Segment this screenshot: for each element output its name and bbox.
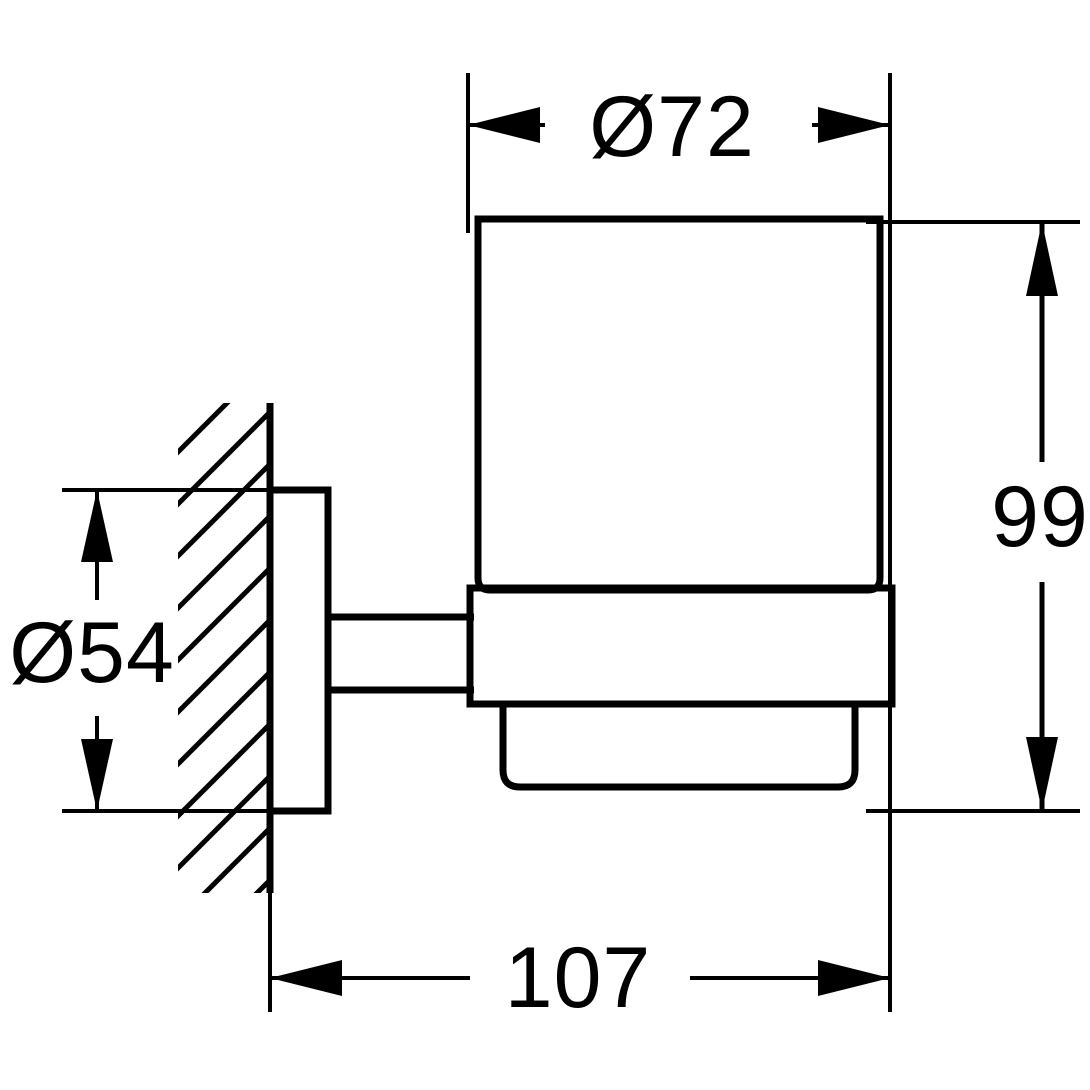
hatch-line	[178, 616, 270, 716]
dimension-99: 99	[991, 222, 1089, 811]
wall-hatching-group	[178, 403, 270, 893]
arrowhead-right-d72	[818, 107, 890, 143]
dimension-d54: Ø54	[9, 490, 175, 811]
dimension-label-107: 107	[505, 930, 652, 1026]
glass-tumbler-upper	[474, 215, 884, 594]
hatch-line	[178, 720, 270, 820]
hatch-line	[253, 876, 270, 893]
arrowhead-right-107	[818, 960, 890, 996]
dimension-label-99: 99	[991, 469, 1089, 565]
arrowhead-top-d54	[81, 490, 113, 562]
arrowhead-bottom-d54	[81, 739, 113, 811]
hatch-line	[178, 512, 270, 612]
support-arm	[328, 613, 474, 694]
hatch-line	[178, 403, 231, 456]
hatch-line	[178, 668, 270, 768]
dimension-label-d54: Ø54	[9, 605, 175, 701]
tumbler-holder-ring	[466, 584, 896, 708]
hatch-line	[178, 460, 270, 560]
arrowhead-top-99	[1026, 222, 1058, 296]
dimension-d72: Ø72	[468, 79, 890, 175]
hatch-line	[178, 772, 270, 872]
arrowhead-bottom-99	[1026, 737, 1058, 811]
arrowhead-left-d72	[468, 107, 540, 143]
glass-tumbler-lower	[499, 702, 859, 791]
extension-lines-group	[62, 73, 1080, 1012]
hatch-line	[178, 564, 270, 664]
hatch-line	[201, 824, 270, 893]
arrowhead-left-107	[270, 960, 342, 996]
hatch-line	[178, 408, 270, 508]
dimension-107: 107	[270, 930, 890, 1026]
product-outline-group	[266, 215, 896, 815]
dimension-label-d72: Ø72	[589, 79, 755, 175]
wall-mounting-plate	[266, 486, 332, 815]
